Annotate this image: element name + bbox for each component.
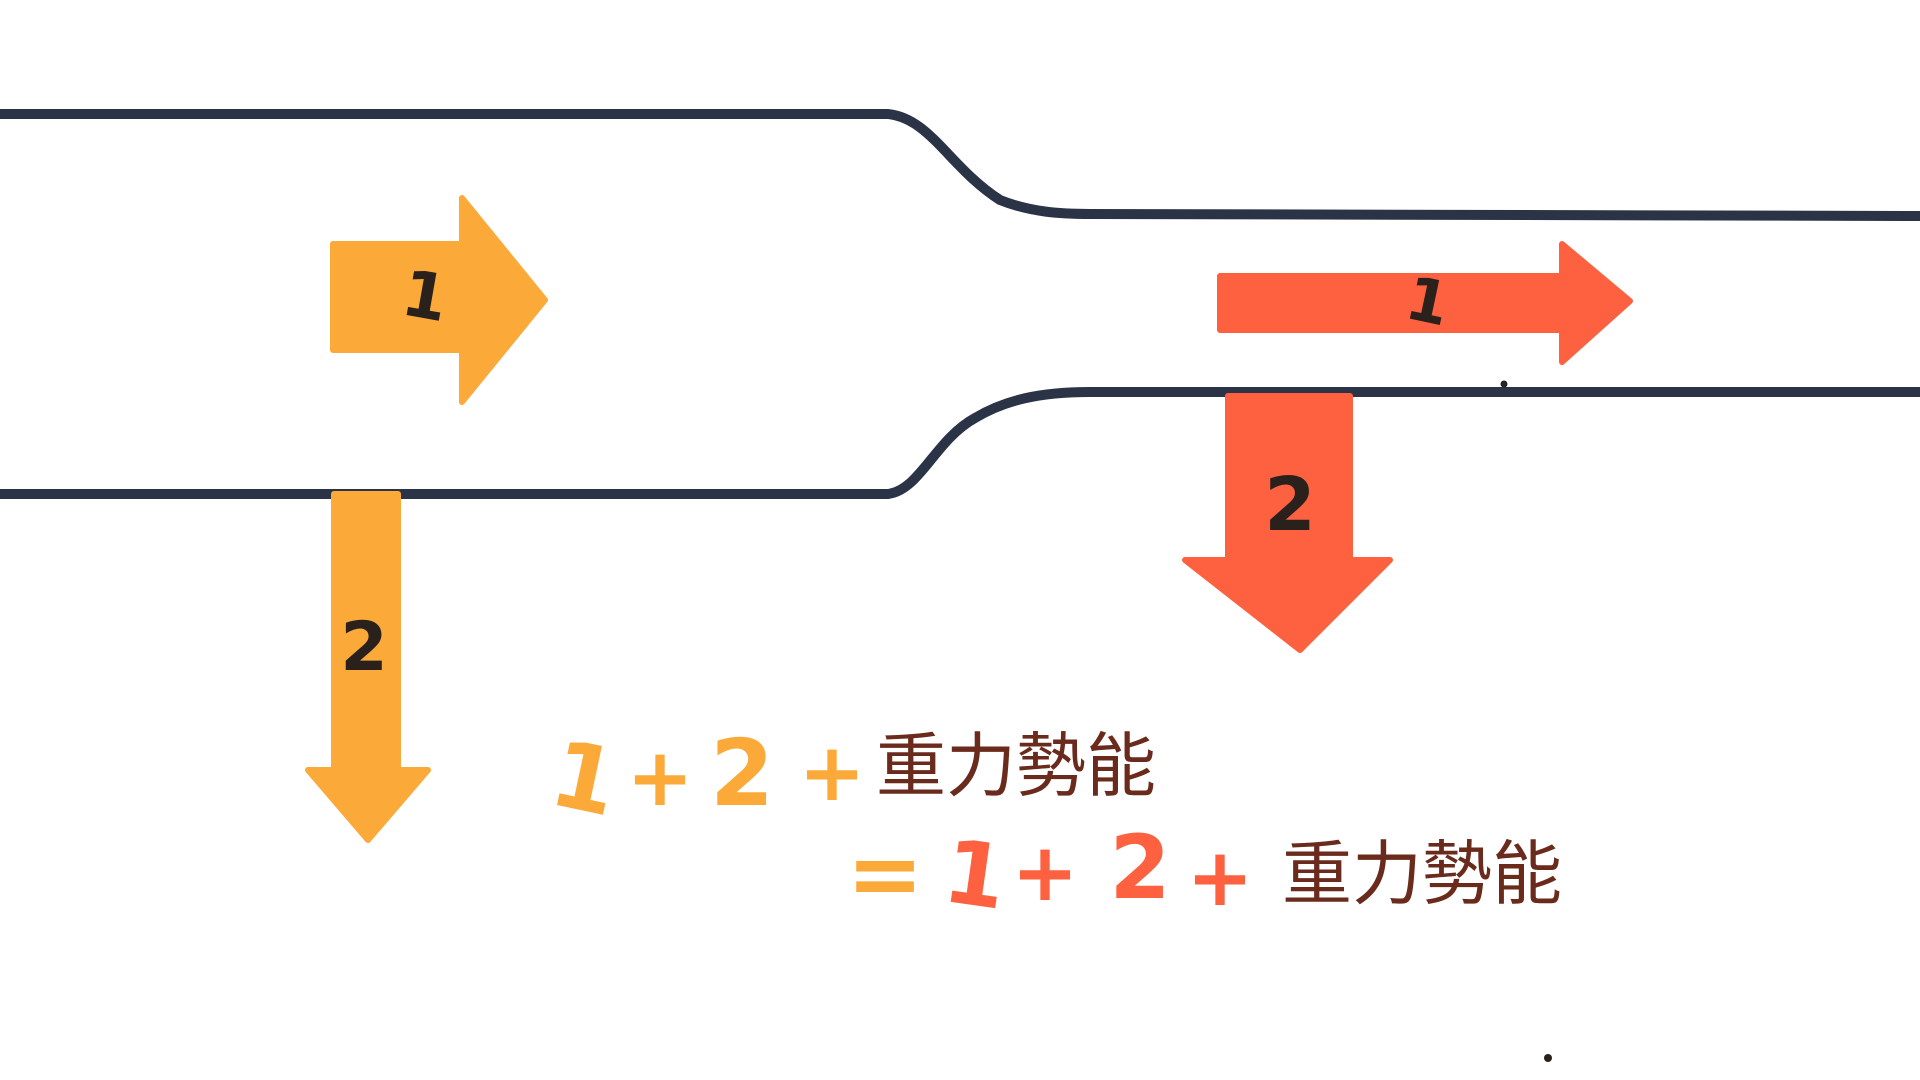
- eq2-term-1: 1: [938, 819, 1013, 930]
- wide-arrow-1-shape: [330, 195, 548, 405]
- eq2-plus-2: +: [1186, 831, 1253, 924]
- eq2-energy-label: 重力勢能: [1282, 833, 1562, 915]
- eq1-term-2: 2: [710, 720, 774, 827]
- narrow-section-arrows: 1 2: [1182, 241, 1633, 653]
- eq2-equals: =: [846, 820, 923, 927]
- stray-dot: [1500, 380, 1508, 388]
- stray-dot: [1544, 1054, 1552, 1062]
- narrow-arrow-2-shape: [1182, 393, 1393, 653]
- eq2-term-2: 2: [1109, 816, 1170, 919]
- pipe-bottom-wall: [0, 387, 1920, 499]
- wide-arrow-2: 2: [305, 491, 431, 843]
- eq1-term-1: 1: [542, 720, 627, 838]
- equation-line-1: 1 + 2 + 重力勢能: [542, 720, 1156, 838]
- narrow-arrow-1-shape: [1217, 241, 1633, 365]
- eq2-plus-1: +: [1011, 826, 1078, 919]
- pipe-top-wall: [0, 109, 1920, 221]
- equation-line-2: = 1 + 2 + 重力勢能: [846, 816, 1562, 930]
- eq1-plus-1: +: [626, 731, 693, 824]
- narrow-arrow-1: 1: [1217, 241, 1633, 365]
- pipe: [0, 109, 1920, 499]
- wide-arrow-2-label: 2: [340, 608, 387, 687]
- eq1-plus-2: +: [798, 726, 865, 819]
- eq1-energy-label: 重力勢能: [876, 725, 1156, 807]
- wide-section-arrows: 1 2: [305, 195, 548, 843]
- wide-arrow-1: 1: [330, 195, 548, 405]
- narrow-arrow-2: 2: [1182, 393, 1393, 653]
- narrow-arrow-2-label: 2: [1264, 462, 1316, 548]
- wide-arrow-2-shape: [305, 491, 431, 843]
